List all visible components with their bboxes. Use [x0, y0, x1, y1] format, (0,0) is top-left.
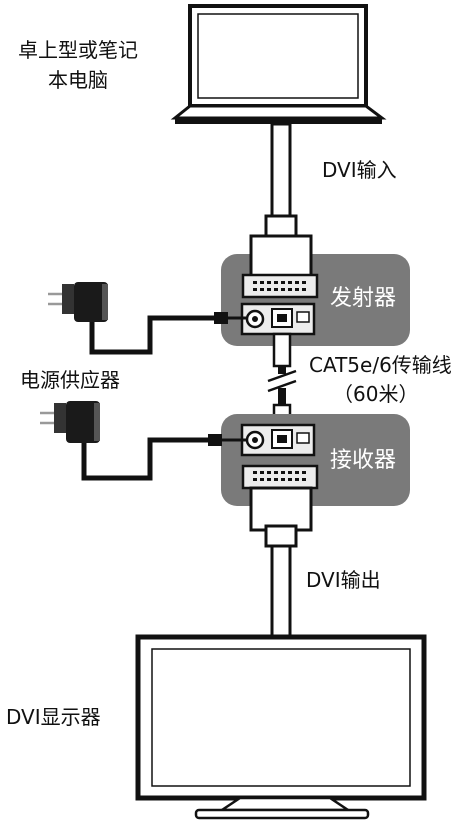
- power-supply-label: 电源供应器: [20, 368, 120, 392]
- monitor-label: DVI显示器: [6, 705, 101, 729]
- rj45-port-icon: [271, 429, 293, 449]
- dc-jack-icon: [245, 309, 265, 329]
- dvi-input-cable: [264, 122, 298, 238]
- receiver-label: 接收器: [330, 448, 397, 473]
- transmitter-label: 发射器: [330, 286, 397, 311]
- dc-jack-icon: [245, 430, 265, 450]
- laptop-icon: [170, 4, 387, 124]
- laptop-label-line2: 本电脑: [48, 68, 108, 92]
- rj45-port-icon: [271, 308, 293, 328]
- receiver-unit: [221, 414, 410, 532]
- monitor-icon: [135, 634, 427, 820]
- dvi-output-label: DVI输出: [306, 568, 381, 592]
- laptop-label-line1: 卓上型或笔记: [18, 38, 138, 62]
- cable-label-line1: CAT5e/6传输线: [309, 353, 452, 377]
- cable-break-icon: [267, 369, 297, 393]
- dvi-connector-icon: [241, 464, 319, 532]
- power-adapter-icon: [48, 282, 246, 355]
- cable-label-line2: （60米）: [333, 382, 419, 406]
- transmitter-unit: [221, 234, 410, 346]
- dvi-connector-icon: [241, 234, 319, 299]
- dvi-input-label: DVI输入: [322, 158, 397, 182]
- dvi-output-cable: [264, 524, 298, 640]
- power-adapter-icon: [40, 401, 246, 481]
